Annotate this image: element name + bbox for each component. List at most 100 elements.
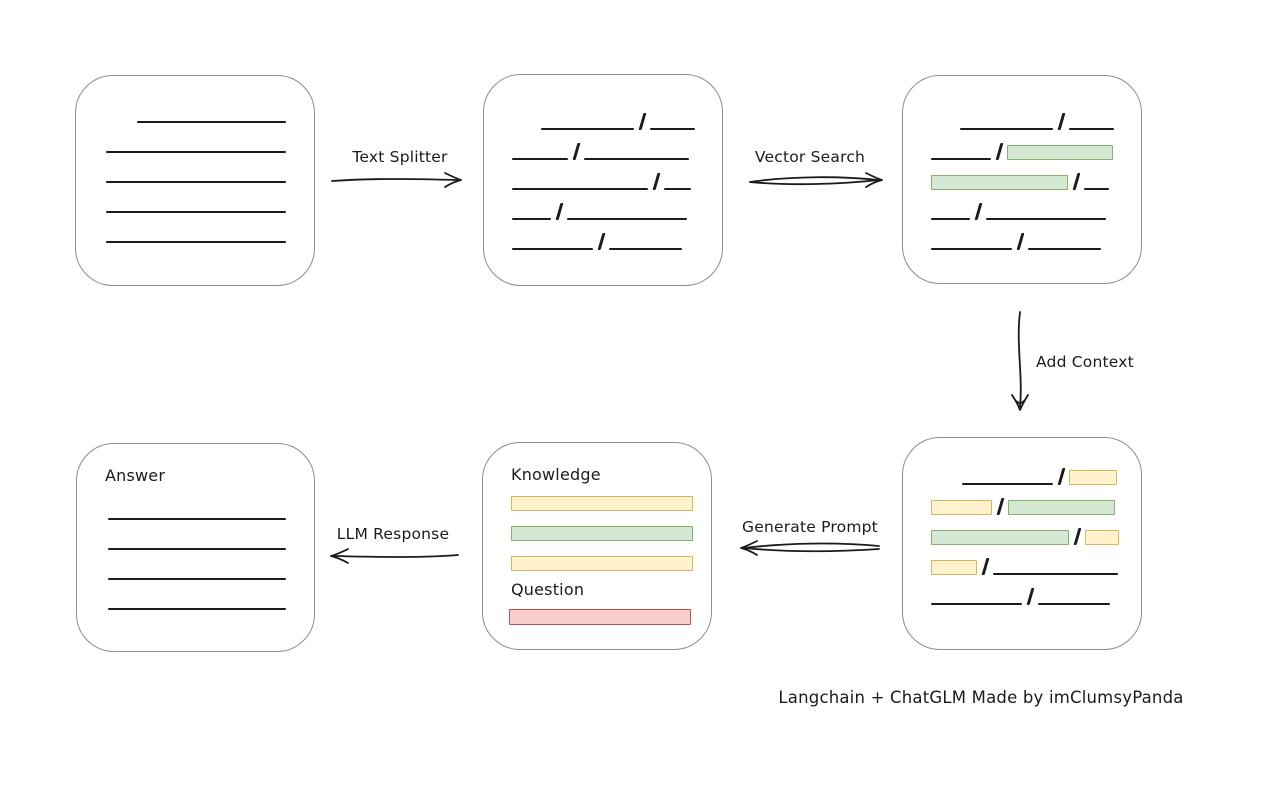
text-line: [1083, 188, 1109, 190]
text-line: [960, 128, 1053, 130]
chunk-row: [108, 496, 314, 526]
knowledge-yellow-bar-2: [511, 556, 693, 571]
split-chunk-lines: [484, 75, 722, 256]
text-splitter-label: Text Splitter: [352, 148, 448, 166]
prompt-box: Knowledge Question: [482, 442, 712, 650]
answer-label: Answer: [105, 466, 166, 485]
chunk-row: [512, 196, 722, 226]
document-lines: [76, 76, 314, 249]
generate-prompt-arrow: [740, 540, 880, 556]
text-line: [608, 248, 682, 250]
add-context-label: Add Context: [1036, 353, 1134, 371]
yellow-chunk: [1068, 470, 1117, 485]
chunk-row: [106, 129, 314, 159]
knowledge-label: Knowledge: [511, 465, 601, 484]
text-line: [931, 158, 991, 160]
knowledge-green-bar: [511, 526, 693, 541]
yellow-chunk: [931, 560, 977, 575]
chunk-row: [931, 491, 1141, 521]
vector-search-label: Vector Search: [754, 148, 866, 166]
chunk-row: [931, 196, 1141, 226]
text-line: [566, 218, 687, 220]
text-line: [106, 181, 286, 183]
knowledge-yellow-bar-1: [511, 496, 693, 511]
text-line: [931, 603, 1022, 605]
gap: [931, 129, 960, 130]
chunk-row: [512, 226, 722, 256]
vector-search-arrow: [749, 172, 883, 188]
text-line: [992, 573, 1118, 575]
answer-box: Answer: [76, 443, 315, 652]
text-line: [649, 128, 695, 130]
vector-chunk-lines: [903, 76, 1141, 256]
chunk-row: [931, 461, 1141, 491]
text-line: [106, 211, 286, 213]
chunk-row: [931, 581, 1141, 611]
text-line: [512, 218, 551, 220]
question-red-bar: [509, 609, 691, 625]
slash-separator: [1026, 588, 1035, 605]
chunk-row: [108, 556, 314, 586]
context-chunk-lines: [903, 438, 1141, 611]
text-line: [106, 241, 286, 243]
green-chunk: [1007, 500, 1115, 515]
gap: [106, 122, 137, 123]
llm-response-label: LLM Response: [336, 525, 450, 543]
chunk-row: [512, 136, 722, 166]
chunk-row: [106, 99, 314, 129]
chunk-row: [931, 521, 1141, 551]
chunk-row: [931, 106, 1141, 136]
yellow-chunk: [931, 500, 992, 515]
yellow-chunk: [1084, 530, 1119, 545]
text-line: [106, 151, 286, 153]
text-line: [541, 128, 634, 130]
green-chunk: [1006, 145, 1113, 160]
chunk-row: [931, 226, 1141, 256]
green-chunk: [931, 530, 1069, 545]
slash-separator: [996, 498, 1005, 515]
add-context-arrow: [1011, 311, 1029, 411]
chunk-row: [931, 166, 1141, 196]
slash-separator: [638, 113, 647, 130]
answer-lines: [77, 496, 314, 616]
text-line: [512, 188, 648, 190]
text-line: [985, 218, 1106, 220]
text-line: [137, 121, 286, 123]
gap: [512, 129, 541, 130]
text-line: [1037, 603, 1110, 605]
generate-prompt-label: Generate Prompt: [742, 518, 878, 536]
split-chunks-box: [483, 74, 723, 286]
chunk-row: [512, 166, 722, 196]
slash-separator: [974, 203, 983, 220]
slash-separator: [572, 143, 581, 160]
vector-search-result-box: [902, 75, 1142, 284]
text-line: [108, 578, 286, 580]
text-line: [931, 248, 1012, 250]
chunk-row: [106, 159, 314, 189]
llm-response-arrow: [330, 548, 459, 564]
gap: [931, 484, 962, 485]
chunk-row: [108, 586, 314, 616]
document-box: [75, 75, 315, 286]
slash-separator: [1057, 468, 1066, 485]
slash-separator: [1057, 113, 1066, 130]
slash-separator: [1073, 528, 1082, 545]
caption: Langchain + ChatGLM Made by imClumsyPand…: [778, 688, 1184, 707]
slash-separator: [652, 173, 661, 190]
slash-separator: [995, 143, 1004, 160]
text-line: [583, 158, 689, 160]
slash-separator: [555, 203, 564, 220]
slash-separator: [597, 233, 606, 250]
chunk-row: [512, 106, 722, 136]
text-line: [512, 158, 568, 160]
chunk-row: [108, 526, 314, 556]
text-line: [931, 218, 970, 220]
question-label: Question: [511, 580, 585, 599]
chunk-row: [931, 551, 1141, 581]
text-line: [962, 483, 1053, 485]
chunk-row: [106, 219, 314, 249]
green-chunk: [931, 175, 1068, 190]
text-line: [1027, 248, 1101, 250]
text-line: [663, 188, 691, 190]
